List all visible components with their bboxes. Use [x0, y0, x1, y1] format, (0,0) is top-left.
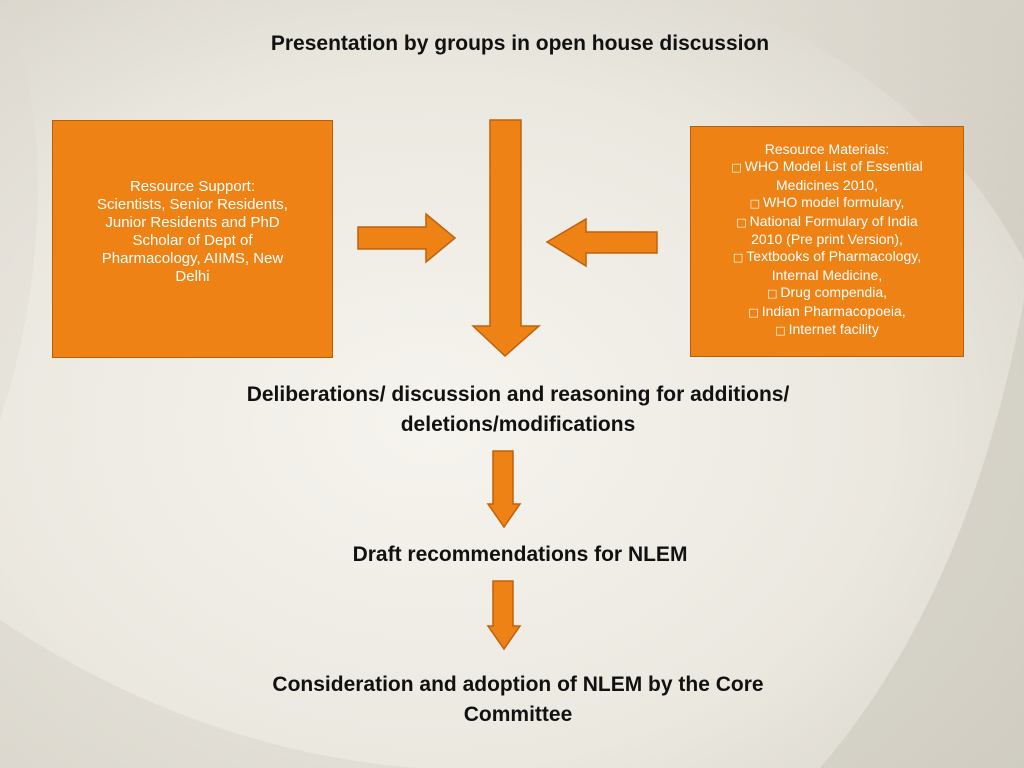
bullet-icon: □ — [748, 305, 759, 319]
step-deliberations: Deliberations/ discussion and reasoning … — [160, 380, 876, 440]
bullet-icon: □ — [732, 251, 744, 265]
bullet-icon: □ — [775, 324, 786, 338]
resource-support-line: Resource Support: — [129, 178, 256, 195]
resource-material-item: □Indian Pharmacopoeia, — [748, 302, 906, 319]
arrow-down-icon — [486, 580, 522, 651]
background-swoosh-left — [0, 0, 38, 420]
resource-support-box: Resource Support: Scientists, Senior Res… — [52, 120, 333, 358]
step-consideration-line: Consideration and adoption of NLEM by th… — [272, 673, 764, 696]
bullet-icon: □ — [766, 287, 778, 301]
arrow-right-icon — [357, 212, 457, 264]
bullet-icon: □ — [731, 161, 742, 175]
resource-material-item: □Internet facility — [775, 321, 879, 338]
step-deliberations-line: Deliberations/ discussion and reasoning … — [246, 383, 790, 406]
resource-support-line: Scientists, Senior Residents, — [97, 196, 288, 213]
resource-material-item-cont: Internal Medicine, — [771, 266, 883, 283]
step-draft-recommendations: Draft recommendations for NLEM — [352, 543, 688, 566]
step-open-house-discussion: Presentation by groups in open house dis… — [270, 32, 770, 55]
resource-material-item: □WHO model formulary, — [749, 194, 905, 211]
resource-support-line: Pharmacology, AIIMS, New — [101, 250, 284, 267]
arrow-left-icon — [545, 217, 658, 268]
background-swoosh-bottom — [0, 620, 420, 768]
arrow-down-large-icon — [471, 119, 541, 358]
resource-materials-box: Resource Materials: □WHO Model List of E… — [690, 126, 964, 357]
resource-materials-heading: Resource Materials: — [764, 141, 890, 157]
resource-support-line: Junior Residents and PhD — [105, 214, 280, 231]
background-swoosh-right — [820, 300, 1024, 768]
bullet-icon: □ — [749, 197, 761, 211]
resource-support-line: Scholar of Dept of — [132, 232, 253, 249]
step-consideration-adoption: Consideration and adoption of NLEM by th… — [180, 670, 856, 730]
resource-support-line: Delhi — [175, 268, 210, 285]
bullet-icon: □ — [736, 215, 747, 229]
resource-material-item: □Drug compendia, — [766, 284, 888, 301]
arrow-down-icon — [486, 450, 522, 529]
step-consideration-line: Committee — [463, 703, 573, 726]
resource-material-item: □WHO Model List of Essential — [731, 158, 923, 175]
resource-material-item-cont: Medicines 2010, — [776, 176, 878, 193]
resource-material-item-cont: 2010 (Pre print Version), — [751, 231, 903, 248]
resource-material-item: □Textbooks of Pharmacology, — [732, 248, 922, 265]
resource-material-item: □National Formulary of India — [736, 212, 918, 229]
background-swoosh-top — [700, 0, 1024, 260]
step-deliberations-line: deletions/modifications — [400, 413, 636, 436]
